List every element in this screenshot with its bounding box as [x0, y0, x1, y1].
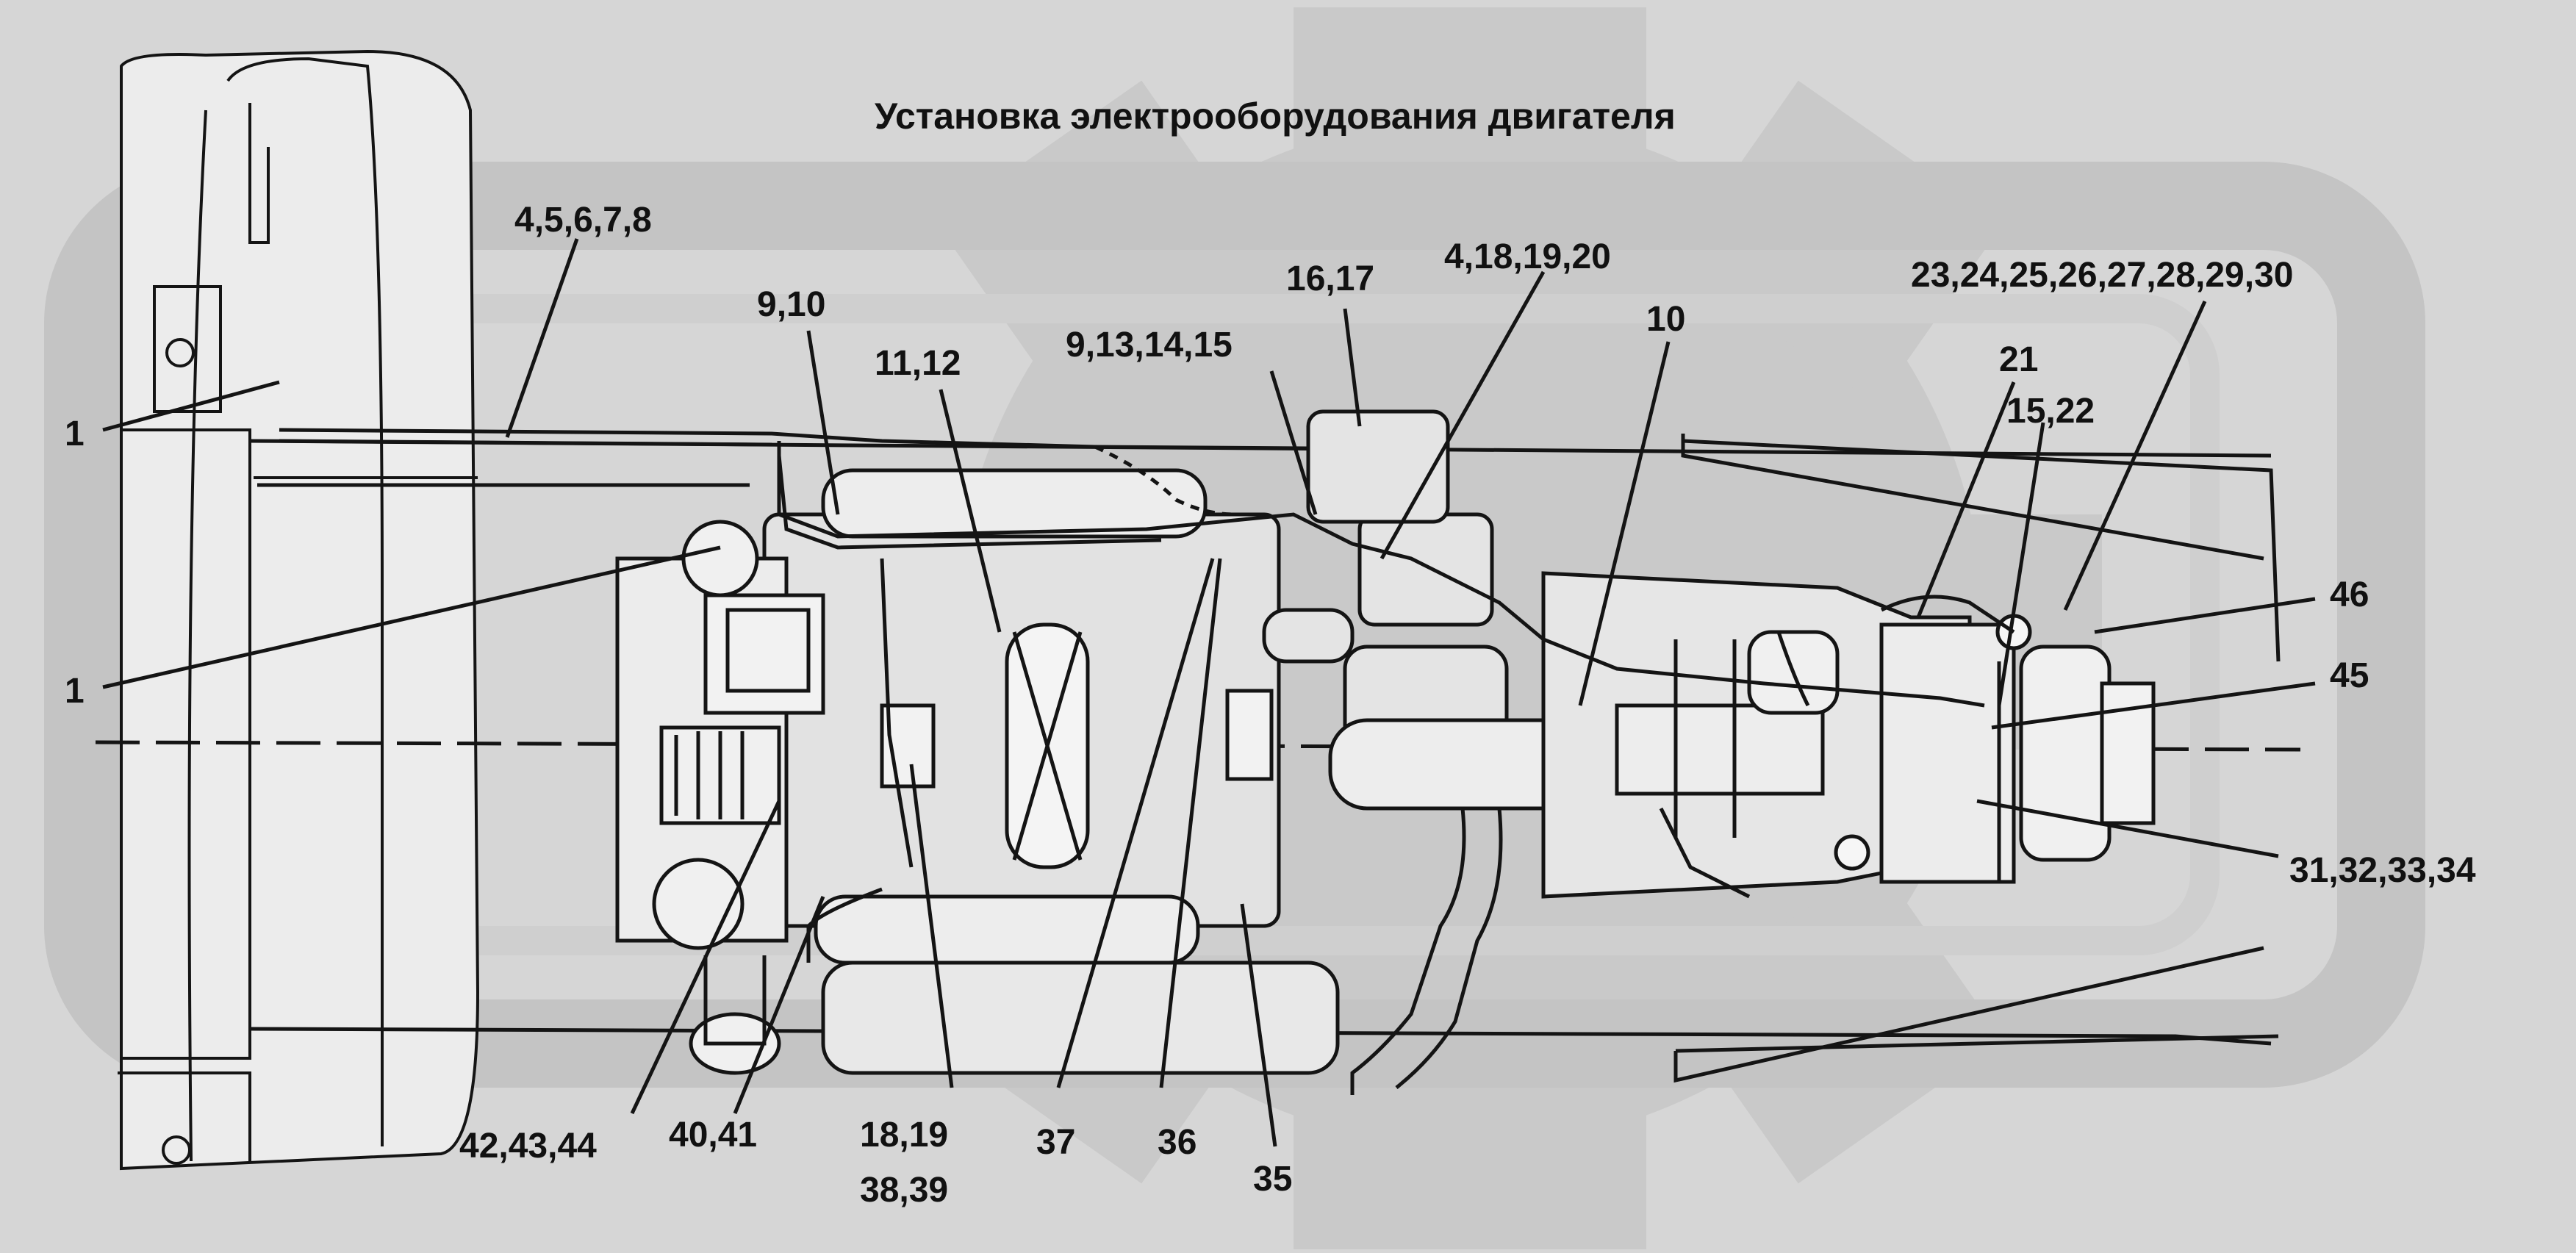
callout-16-17: 16,17: [1286, 259, 1374, 298]
callout-42-44: 42,43,44: [459, 1127, 597, 1166]
callout-21: 21: [1999, 340, 2038, 379]
callout-23-30: 23,24,25,26,27,28,29,30: [1911, 256, 2293, 295]
leader-lines: [102, 238, 2316, 1147]
engine-block: [615, 468, 1340, 1075]
callout-1-bottom: 1: [65, 672, 85, 711]
callout-45: 45: [2330, 656, 2369, 695]
callout-11-12: 11,12: [875, 344, 961, 383]
callout-10-right: 10: [1646, 300, 1685, 339]
callout-1-top: 1: [65, 414, 85, 453]
callout-46: 46: [2330, 575, 2369, 614]
callout-4-8: 4,5,6,7,8: [514, 201, 652, 240]
callout-31-34: 31,32,33,34: [2289, 851, 2476, 890]
wiring-harness: [279, 428, 2015, 963]
callout-37: 37: [1036, 1123, 1075, 1162]
callout-40-41: 40,41: [669, 1116, 757, 1155]
fan-area: [689, 955, 781, 1075]
gearbox: [1541, 571, 2156, 899]
callout-9-15: 9,13,14,15: [1066, 326, 1233, 365]
callout-36: 36: [1158, 1123, 1196, 1162]
callout-4-20: 4,18,19,20: [1444, 237, 1611, 276]
callout-9-10: 9,10: [757, 285, 825, 324]
callout-35: 35: [1253, 1160, 1292, 1199]
cab-panel: [118, 49, 480, 1171]
callout-38-39: 38,39: [860, 1171, 948, 1210]
callout-18-19: 18,19: [860, 1116, 948, 1155]
callout-15-22: 15,22: [2006, 392, 2095, 431]
diagram-title: Установка электрооборудования двигателя: [875, 96, 1676, 137]
